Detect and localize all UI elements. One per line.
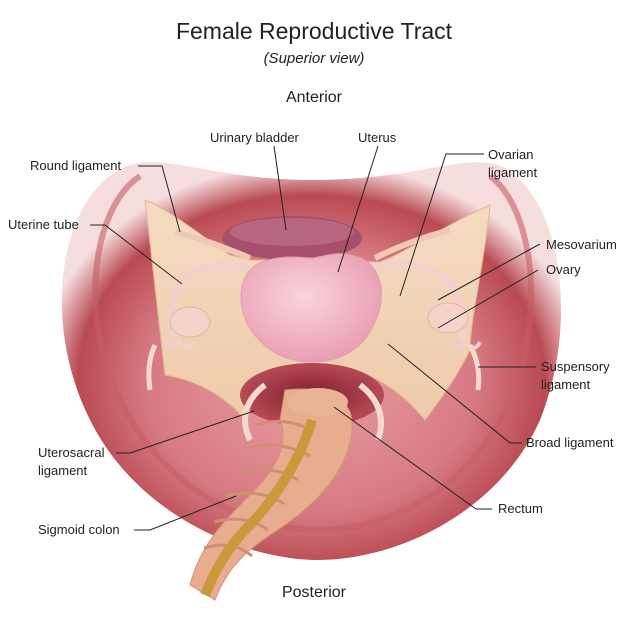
anterior-label: Anterior <box>285 89 343 106</box>
uterine-tube-label: Uterine tube <box>8 217 79 232</box>
uterosacral-ligament-label-2: ligament <box>38 463 88 478</box>
mesovarium-label: Mesovarium <box>546 237 617 252</box>
urinary-bladder-label: Urinary bladder <box>210 130 299 145</box>
uterus-body <box>240 253 382 363</box>
ovary-left <box>169 306 211 338</box>
suspensory-ligament-label-2: ligament <box>541 377 591 392</box>
ovary-label: Ovary <box>546 262 581 277</box>
round-ligament-right <box>373 227 451 261</box>
broad-ligament-label: Broad ligament <box>526 435 614 450</box>
sigmoid-colon <box>189 388 353 601</box>
leader-lines <box>90 145 541 531</box>
rectum-label: Rectum <box>498 501 543 516</box>
ovary-right <box>427 302 469 334</box>
pelvic-rim <box>92 173 534 534</box>
round-ligament-left <box>174 229 252 261</box>
posterior-label: Posterior <box>281 584 347 601</box>
sigmoid-colon-label: Sigmoid colon <box>38 522 120 537</box>
round-ligament-label: Round ligament <box>30 158 122 173</box>
suspensory-ligament-label-1: Suspensory <box>541 359 610 374</box>
uterosacral-ligament-label-1: Uterosacral <box>38 445 105 460</box>
uterus-label: Uterus <box>358 130 397 145</box>
ovarian-ligament-label-1: Ovarian <box>488 147 534 162</box>
diagram-title: Female Reproductive Tract <box>175 18 453 44</box>
ovarian-ligament-label-2: ligament <box>488 165 538 180</box>
diagram-subtitle: (Superior view) <box>263 50 365 67</box>
